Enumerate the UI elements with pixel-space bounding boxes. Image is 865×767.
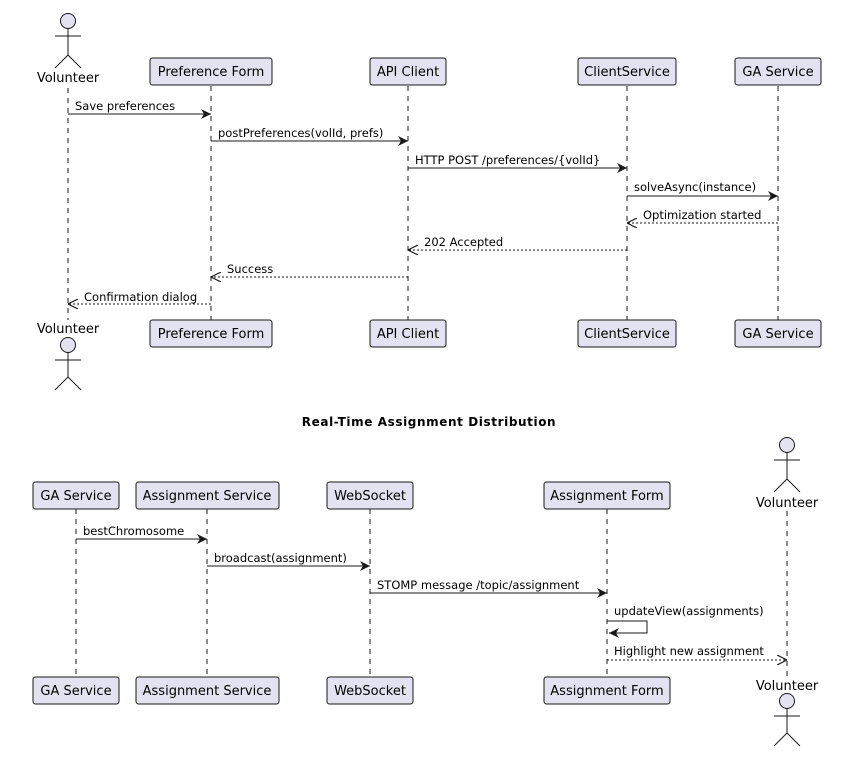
participant-preference-form-bottom: Preference Form bbox=[149, 319, 273, 348]
participant-client-service-bottom: ClientService bbox=[577, 319, 677, 348]
diagram-title: Real-Time Assignment Distribution bbox=[302, 415, 556, 429]
stick-figure-icon bbox=[54, 337, 82, 391]
message-label: Confirmation dialog bbox=[84, 290, 197, 304]
message-http-post: HTTP POST /preferences/{volId} bbox=[408, 153, 627, 173]
actor-volunteer-bottom: Volunteer bbox=[37, 322, 100, 391]
message-label: postPreferences(volId, prefs) bbox=[218, 126, 383, 140]
participant-ga-service-bottom: GA Service bbox=[734, 319, 822, 348]
participant-label: Preference Form bbox=[158, 65, 265, 80]
actor-label: Volunteer bbox=[37, 322, 100, 337]
participant-ga-service-bottom: GA Service bbox=[32, 676, 120, 705]
participant-label: WebSocket bbox=[334, 684, 406, 699]
participant-label: ClientService bbox=[584, 327, 670, 342]
participant-label: API Client bbox=[377, 327, 439, 342]
message-update-view: updateView(assignments) bbox=[607, 604, 764, 638]
message-post-preferences: postPreferences(volId, prefs) bbox=[211, 126, 408, 146]
participant-label: GA Service bbox=[742, 65, 813, 80]
message-label: solveAsync(instance) bbox=[634, 180, 756, 194]
participant-label: GA Service bbox=[40, 489, 111, 504]
participant-websocket-top: WebSocket bbox=[326, 481, 414, 510]
actor-label: Volunteer bbox=[756, 496, 819, 511]
message-success: Success bbox=[211, 262, 408, 277]
participant-assignment-service-top: Assignment Service bbox=[135, 481, 280, 510]
message-save-preferences: Save preferences bbox=[68, 99, 211, 119]
participant-label: ClientService bbox=[584, 65, 670, 80]
message-202-accepted: 202 Accepted bbox=[408, 235, 627, 250]
message-optimization-started: Optimization started bbox=[627, 208, 778, 223]
participant-assignment-form-top: Assignment Form bbox=[543, 481, 671, 510]
participant-label: GA Service bbox=[40, 684, 111, 699]
participant-label: API Client bbox=[377, 65, 439, 80]
stick-figure-icon bbox=[773, 437, 801, 493]
participant-ga-service-top: GA Service bbox=[734, 57, 822, 86]
participant-label: WebSocket bbox=[334, 489, 406, 504]
participant-label: GA Service bbox=[742, 327, 813, 342]
message-label: Save preferences bbox=[75, 99, 175, 113]
message-label: HTTP POST /preferences/{volId} bbox=[415, 153, 600, 167]
participant-label: Assignment Form bbox=[550, 489, 663, 504]
actor-volunteer-top: Volunteer bbox=[37, 13, 100, 86]
participant-api-client-bottom: API Client bbox=[369, 319, 447, 348]
actor-label: Volunteer bbox=[37, 71, 100, 86]
message-label: Optimization started bbox=[643, 208, 761, 222]
message-label: 202 Accepted bbox=[424, 235, 503, 249]
diagram-2: Real-Time Assignment Distribution GA Ser… bbox=[32, 415, 819, 747]
message-label: Highlight new assignment bbox=[614, 644, 764, 658]
stick-figure-icon bbox=[773, 693, 801, 747]
participant-websocket-bottom: WebSocket bbox=[326, 676, 414, 705]
participant-client-service-top: ClientService bbox=[577, 57, 677, 86]
participant-assignment-form-bottom: Assignment Form bbox=[543, 676, 671, 705]
participant-api-client-top: API Client bbox=[369, 57, 447, 86]
actor-label: Volunteer bbox=[756, 679, 819, 694]
message-label: broadcast(assignment) bbox=[214, 551, 347, 565]
participant-preference-form-top: Preference Form bbox=[149, 57, 273, 86]
participant-ga-service-top: GA Service bbox=[32, 481, 120, 510]
message-highlight-new-assignment: Highlight new assignment bbox=[607, 644, 787, 660]
message-label: bestChromosome bbox=[83, 524, 184, 538]
stick-figure-icon bbox=[54, 13, 82, 69]
actor-volunteer-bottom: Volunteer bbox=[756, 679, 819, 747]
actor-volunteer-top: Volunteer bbox=[756, 437, 819, 511]
participant-label: Assignment Form bbox=[550, 684, 663, 699]
participant-label: Assignment Service bbox=[143, 684, 272, 699]
message-label: updateView(assignments) bbox=[614, 604, 764, 618]
message-confirmation-dialog: Confirmation dialog bbox=[68, 290, 211, 304]
message-stomp: STOMP message /topic/assignment bbox=[370, 578, 607, 598]
message-broadcast: broadcast(assignment) bbox=[207, 551, 370, 571]
message-best-chromosome: bestChromosome bbox=[76, 524, 207, 544]
participant-label: Preference Form bbox=[158, 327, 265, 342]
participant-assignment-service-bottom: Assignment Service bbox=[135, 676, 280, 705]
participant-label: Assignment Service bbox=[143, 489, 272, 504]
diagram-1: Volunteer Preference Form API Client Cli… bbox=[37, 13, 822, 391]
message-solve-async: solveAsync(instance) bbox=[627, 180, 778, 201]
message-label: STOMP message /topic/assignment bbox=[377, 578, 580, 592]
message-label: Success bbox=[227, 262, 273, 276]
